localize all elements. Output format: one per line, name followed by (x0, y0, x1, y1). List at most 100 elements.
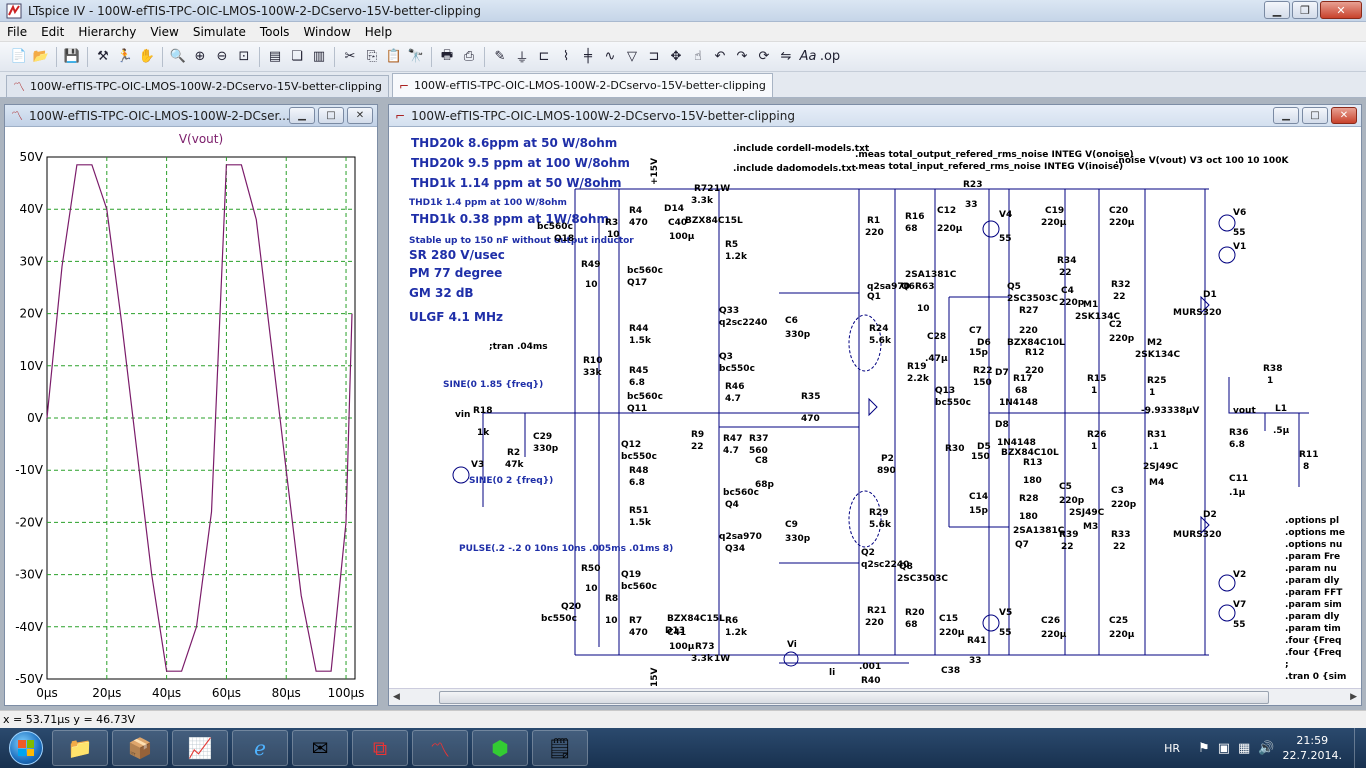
component-label[interactable]: 33k (583, 368, 603, 378)
tile-vertical-icon[interactable]: ▥ (312, 49, 326, 64)
component-label[interactable]: Q6 (901, 282, 915, 292)
component-icon[interactable]: ⊐ (648, 49, 660, 64)
capacitor-icon[interactable]: ╪ (584, 49, 592, 64)
component-label[interactable]: 1 (1091, 442, 1097, 452)
menu-tools[interactable]: Tools (259, 24, 290, 39)
component-label[interactable]: 4.7 (725, 394, 741, 404)
component-label[interactable]: C8 (755, 456, 768, 466)
redo-icon[interactable]: ↷ (736, 49, 748, 64)
control-panel-icon[interactable]: ⚒ (97, 49, 109, 64)
component-label[interactable]: 220µ (1109, 630, 1135, 640)
component-label[interactable]: 1W (714, 184, 730, 194)
component-label[interactable]: 220p (1059, 298, 1085, 308)
schematic-note[interactable]: THD20k 9.5 ppm at 100 W/8ohm (411, 156, 630, 170)
component-label[interactable]: R10 (583, 356, 602, 366)
component-label[interactable]: 6.8 (1229, 440, 1245, 450)
component-label[interactable]: 1.2k (725, 628, 748, 638)
component-label[interactable]: R11 (1299, 450, 1318, 460)
flag-icon[interactable]: ⚑ (1198, 740, 1210, 756)
resistor-icon[interactable]: ⌇ (562, 49, 570, 64)
component-label[interactable]: .001 (859, 662, 881, 672)
schematic-note[interactable]: THD1k 0.38 ppm at 1W/8ohm (411, 212, 609, 226)
component-label[interactable]: 68 (905, 620, 918, 630)
component-label[interactable]: -9.93338µV (1141, 406, 1199, 416)
pdf-reader-icon[interactable]: ⧉ (352, 730, 408, 766)
component-label[interactable]: R27 (1019, 306, 1038, 316)
schematic-note[interactable]: GM 32 dB (409, 286, 474, 300)
component-label[interactable]: 15V (650, 667, 660, 687)
component-label[interactable]: C7 (969, 326, 982, 336)
component-label[interactable]: C6 (785, 316, 798, 326)
spice-directive[interactable]: .include cordell-models.txt (733, 144, 870, 154)
component-label[interactable]: Q33 (719, 306, 739, 316)
zoom-out-icon[interactable]: ⊖ (216, 49, 228, 64)
component-label[interactable]: BZX84C15L (685, 216, 743, 226)
component-label[interactable]: 2SJ49C (1143, 462, 1179, 472)
component-label[interactable]: M3 (1083, 522, 1098, 532)
component-label[interactable]: R48 (629, 466, 648, 476)
component-label[interactable]: 100µ (669, 642, 695, 652)
component-label[interactable]: C20 (1109, 206, 1128, 216)
component-label[interactable]: R24 (869, 324, 888, 334)
component-label[interactable]: 5.6k (869, 336, 892, 346)
component-label[interactable]: .1µ (1229, 488, 1246, 498)
component-label[interactable]: Q12 (621, 440, 641, 450)
component-label[interactable]: Q34 (725, 544, 745, 554)
component-label[interactable]: 330p (533, 444, 559, 454)
component-label[interactable]: 22 (1059, 268, 1072, 278)
component-label[interactable]: bc550c (621, 452, 657, 462)
save-icon[interactable]: 💾 (63, 49, 81, 64)
component-label[interactable]: R3 (605, 218, 618, 228)
move-icon[interactable]: ✥ (670, 49, 682, 64)
spice-directive[interactable]: .meas total_input_refered_rms_noise INTE… (855, 162, 1123, 172)
component-label[interactable]: 220 (1025, 366, 1044, 376)
component-label[interactable]: R34 (1057, 256, 1076, 266)
component-label[interactable]: 2SA1381C (1013, 526, 1065, 536)
component-label[interactable]: R8 (605, 594, 618, 604)
component-label[interactable]: 220 (865, 228, 884, 238)
component-label[interactable]: 180 (1019, 512, 1038, 522)
mirror-icon[interactable]: ⇋ (780, 49, 792, 64)
drag-icon[interactable]: ☝ (694, 49, 702, 64)
component-label[interactable]: 68p (755, 480, 775, 490)
component-label[interactable]: 1 (1091, 386, 1097, 396)
label-icon[interactable]: ⊏ (538, 49, 550, 64)
horizontal-scrollbar[interactable]: ◀ ▶ (389, 688, 1361, 705)
component-label[interactable]: 470 (801, 414, 820, 424)
component-label[interactable]: R16 (905, 212, 924, 222)
component-label[interactable]: bc560c (627, 266, 663, 276)
wire-icon[interactable]: ✎ (494, 49, 506, 64)
component-label[interactable]: M4 (1149, 478, 1164, 488)
component-label[interactable]: 5.6k (869, 520, 892, 530)
component-label[interactable]: R45 (629, 366, 648, 376)
component-label[interactable]: V2 (1233, 570, 1246, 580)
component-label[interactable]: D14 (664, 204, 684, 214)
internet-explorer-icon[interactable]: ℯ (232, 730, 288, 766)
show-desktop-button[interactable] (1354, 728, 1366, 768)
maximize-button[interactable]: □ (318, 107, 344, 124)
schematic-note[interactable]: THD20k 8.6ppm at 50 W/8ohm (411, 136, 617, 150)
component-label[interactable]: 2SJ49C (1069, 508, 1105, 518)
component-label[interactable]: Q17 (627, 278, 647, 288)
component-label[interactable]: 47k (505, 460, 525, 470)
halt-icon[interactable]: ✋ (138, 49, 156, 64)
component-label[interactable]: 1k (477, 428, 490, 438)
component-label[interactable]: 1N4148 (999, 398, 1038, 408)
component-label[interactable]: R7 (629, 616, 642, 626)
outlook-icon[interactable]: ✉ (292, 730, 348, 766)
diode-icon[interactable]: ▽ (627, 49, 637, 64)
component-label[interactable]: q2sa970 (867, 282, 910, 292)
schematic-note[interactable]: THD1k 1.14 ppm at 50 W/8ohm (411, 176, 622, 190)
component-label[interactable]: M2 (1147, 338, 1162, 348)
component-label[interactable]: R21 (867, 606, 886, 616)
component-label[interactable]: bc560c (537, 222, 573, 232)
component-label[interactable]: R9 (691, 430, 704, 440)
open-icon[interactable]: 📂 (32, 49, 50, 64)
component-label[interactable]: 220µ (1109, 218, 1135, 228)
component-label[interactable]: 2.2k (907, 374, 930, 384)
menu-view[interactable]: View (150, 24, 179, 39)
component-label[interactable]: P2 (881, 454, 894, 464)
component-label[interactable]: 1 (1149, 388, 1155, 398)
run-icon[interactable]: 🏃 (116, 49, 134, 64)
component-label[interactable]: C38 (941, 666, 960, 676)
